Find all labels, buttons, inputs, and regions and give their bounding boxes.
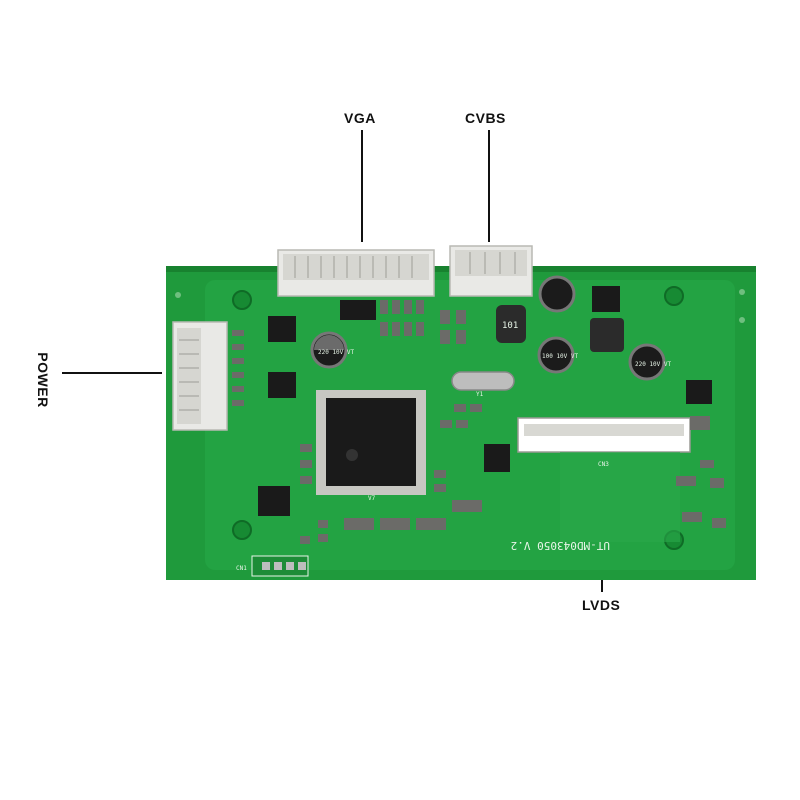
cn1-header — [251, 555, 309, 577]
edge-holes — [175, 289, 745, 323]
cap-marking-2: 100 10V VT — [542, 353, 579, 360]
vga-connector — [277, 249, 435, 297]
capacitor-c1 — [310, 331, 348, 369]
capacitor-c2 — [538, 275, 576, 313]
cvbs-callout-line — [488, 130, 490, 242]
cap-marking-1: 220 10V VT — [318, 349, 355, 356]
cn3-label: CN3 — [598, 461, 609, 468]
lvds-connector — [517, 417, 691, 542]
cn1-label: CN1 — [236, 565, 247, 572]
inductor-2 — [590, 318, 624, 352]
vga-callout-line — [361, 130, 363, 242]
power-callout-line — [62, 372, 162, 374]
cap-marking-3: 220 10V VT — [635, 361, 672, 368]
main-ic-chip — [316, 390, 426, 495]
capacitor-c4 — [628, 343, 666, 381]
vga-label: VGA — [344, 110, 376, 126]
board-model-marking: UT-MD043050 V.2 — [511, 539, 610, 552]
inductor-1 — [496, 305, 526, 343]
cvbs-label: CVBS — [465, 110, 506, 126]
passive-components — [232, 300, 726, 544]
capacitor-c3 — [537, 336, 575, 374]
power-connector — [172, 321, 228, 431]
chip-label: V7 — [368, 495, 376, 502]
inductor-marking: 101 — [502, 321, 518, 331]
crystal-label: Y1 — [476, 391, 484, 398]
lvds-label: LVDS — [582, 597, 621, 613]
cvbs-connector — [449, 245, 533, 297]
crystal-oscillator — [451, 371, 515, 391]
small-ic-group — [258, 286, 712, 516]
